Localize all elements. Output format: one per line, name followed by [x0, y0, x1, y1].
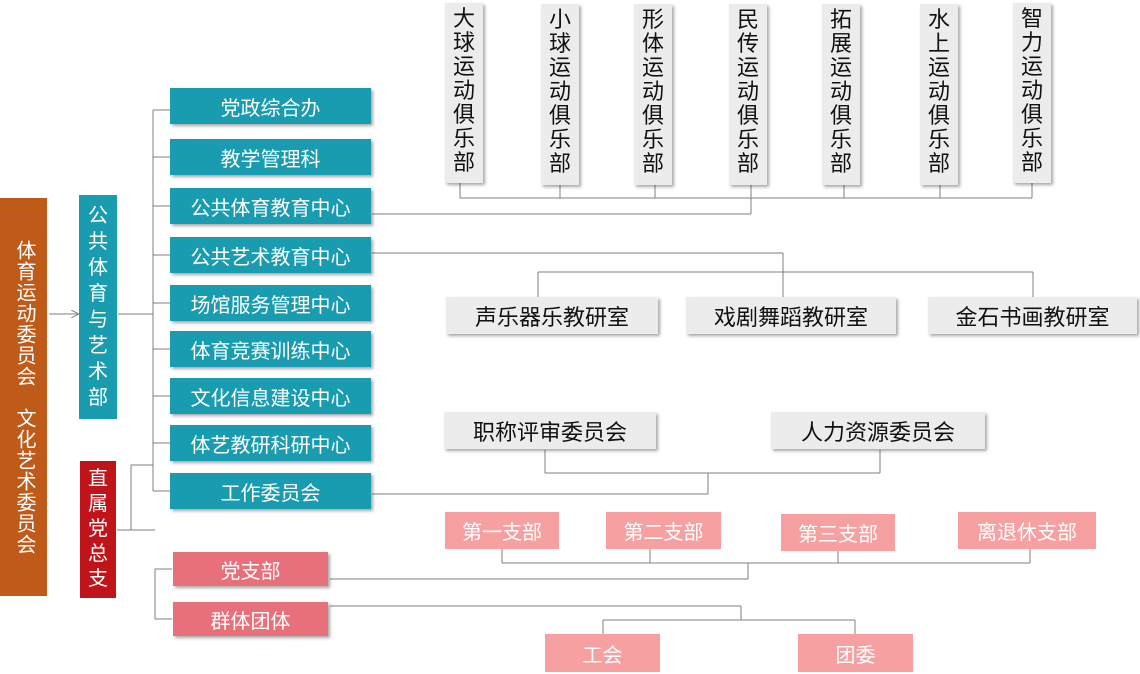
- department-label: 公共体育与艺术部: [88, 205, 108, 409]
- club-mind-sports: 智力运动俱乐部: [1013, 3, 1051, 183]
- branch-label: 第一支部: [462, 522, 542, 544]
- youth-league: 团委: [798, 634, 913, 672]
- unit-competition-training-center: 体育竞赛训练中心: [170, 331, 371, 367]
- branch-first: 第一支部: [445, 512, 559, 549]
- branch-third: 第三支部: [781, 514, 895, 551]
- unit-teaching-management: 教学管理科: [170, 139, 371, 175]
- party-general-label: 直属党总支: [88, 468, 108, 590]
- club-label: 小球运动俱乐部: [549, 7, 572, 176]
- office-label: 戏剧舞蹈教研室: [713, 304, 868, 330]
- unit-public-sports-center: 公共体育教育中心: [170, 188, 371, 224]
- club-large-ball: 大球运动俱乐部: [445, 3, 483, 183]
- committee-label: 职称评审委员会: [472, 419, 627, 445]
- office-calligraphy-painting: 金石书画教研室: [928, 297, 1137, 334]
- party-unit-label: 群体团体: [210, 610, 291, 633]
- unit-label: 体艺教研科研中心: [190, 434, 351, 457]
- unit-work-committee: 工作委员会: [170, 473, 371, 509]
- unit-label: 公共艺术教育中心: [190, 246, 351, 269]
- club-label: 拓展运动俱乐部: [830, 7, 853, 176]
- club-label: 形体运动俱乐部: [642, 7, 665, 176]
- club-label: 智力运动俱乐部: [1021, 6, 1044, 175]
- unit-label: 文化信息建设中心: [190, 387, 351, 410]
- unit-label: 场馆服务管理中心: [190, 294, 351, 317]
- branch-label: 离退休支部: [977, 522, 1077, 544]
- branch-label: 第三支部: [798, 524, 878, 546]
- club-small-ball: 小球运动俱乐部: [541, 4, 579, 185]
- unit-label: 工作委员会: [220, 482, 321, 505]
- unit-public-arts-center: 公共艺术教育中心: [170, 237, 371, 273]
- office-vocal-instrumental: 声乐器乐教研室: [446, 297, 658, 334]
- club-label: 民传运动俱乐部: [737, 7, 760, 176]
- mass-groups: 群体团体: [173, 602, 328, 636]
- office-drama-dance: 戏剧舞蹈教研室: [686, 297, 896, 334]
- branch-label: 第二支部: [623, 522, 704, 544]
- club-body-shape: 形体运动俱乐部: [634, 4, 672, 185]
- unit-label: 体育竞赛训练中心: [190, 340, 351, 363]
- club-water-sports: 水上运动俱乐部: [920, 4, 958, 185]
- unit-label: 公共体育教育中心: [190, 197, 351, 220]
- branch-second: 第二支部: [606, 512, 721, 549]
- unit-label: 教学管理科: [220, 148, 321, 171]
- party-branch: 党支部: [173, 552, 328, 586]
- office-label: 金石书画教研室: [955, 304, 1110, 330]
- office-label: 声乐器乐教研室: [474, 304, 629, 330]
- unit-label: 党政综合办: [220, 97, 321, 120]
- club-label: 大球运动俱乐部: [453, 6, 476, 175]
- unit-research-center: 体艺教研科研中心: [170, 425, 371, 461]
- committee-title-review: 职称评审委员会: [444, 412, 656, 449]
- club-label: 水上运动俱乐部: [928, 7, 951, 176]
- trade-union: 工会: [545, 634, 660, 672]
- committee-human-resources: 人力资源委员会: [771, 412, 985, 449]
- sports-arts-department: 公共体育与艺术部: [79, 195, 117, 419]
- unit-venue-service-center: 场馆服务管理中心: [170, 285, 371, 321]
- branch-retired: 离退休支部: [958, 512, 1096, 549]
- sports-culture-committee: 体育运动委员会 文化艺术委员会: [0, 198, 47, 596]
- committee-label: 人力资源委员会: [800, 419, 955, 445]
- party-general-branch: 直属党总支: [80, 461, 116, 598]
- club-outdoor-expansion: 拓展运动俱乐部: [822, 4, 860, 185]
- party-unit-label: 党支部: [220, 560, 281, 583]
- group-label: 团委: [835, 644, 876, 667]
- group-label: 工会: [582, 644, 623, 667]
- unit-culture-info-center: 文化信息建设中心: [170, 378, 371, 414]
- unit-party-admin-office: 党政综合办: [170, 88, 371, 124]
- committee-label: 体育运动委员会 文化艺术委员会: [13, 239, 35, 555]
- club-traditional: 民传运动俱乐部: [729, 4, 767, 185]
